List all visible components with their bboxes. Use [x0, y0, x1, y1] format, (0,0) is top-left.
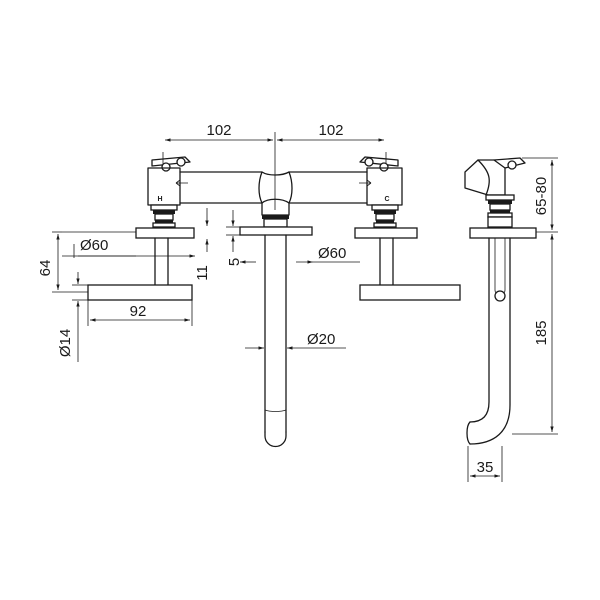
- side-view: 65-80 185 35: [464, 157, 558, 482]
- hot-marking: H: [157, 196, 162, 203]
- dim-20: Ø20: [307, 331, 335, 348]
- valve-body-bar: [175, 171, 372, 204]
- dimension-flange-left: Ø60: [62, 231, 195, 258]
- dim-64: 64: [37, 260, 54, 277]
- dimension-handle-diameter: Ø14: [57, 272, 88, 362]
- dimension-spout-length: 185: [512, 234, 558, 435]
- dim-65-80: 65-80: [533, 177, 550, 215]
- dimension-handle-spacing: 102 102: [162, 122, 387, 210]
- dim-92: 92: [130, 303, 147, 320]
- dimension-spout-diameter: Ø20: [245, 331, 346, 350]
- dimension-handle-length: 92: [87, 300, 193, 326]
- right-cold-valve: C: [354, 156, 461, 301]
- dim-flange-60-left: Ø60: [80, 237, 108, 254]
- spout-housing: [239, 202, 313, 448]
- dimension-handle-height: 64: [37, 231, 88, 293]
- dimension-offset-5: 5: [226, 210, 243, 266]
- dim-102-right: 102: [318, 122, 343, 139]
- dimension-flange-center: Ø60: [240, 245, 360, 264]
- dim-102-left: 102: [206, 122, 231, 139]
- left-hot-valve: H: [87, 156, 195, 301]
- dim-11: 11: [194, 265, 211, 281]
- dim-flange-60-center: Ø60: [318, 245, 346, 262]
- front-view: 102 102 H: [37, 122, 461, 448]
- dimension-offset-11: 11: [194, 208, 211, 281]
- dimension-spout-projection: 35: [467, 446, 503, 482]
- dim-35: 35: [477, 459, 494, 476]
- dim-185: 185: [533, 320, 550, 345]
- dimension-wall-depth: 65-80: [522, 157, 558, 233]
- dim-5: 5: [226, 258, 243, 266]
- dim-14: Ø14: [57, 329, 74, 357]
- cold-marking: C: [384, 196, 389, 203]
